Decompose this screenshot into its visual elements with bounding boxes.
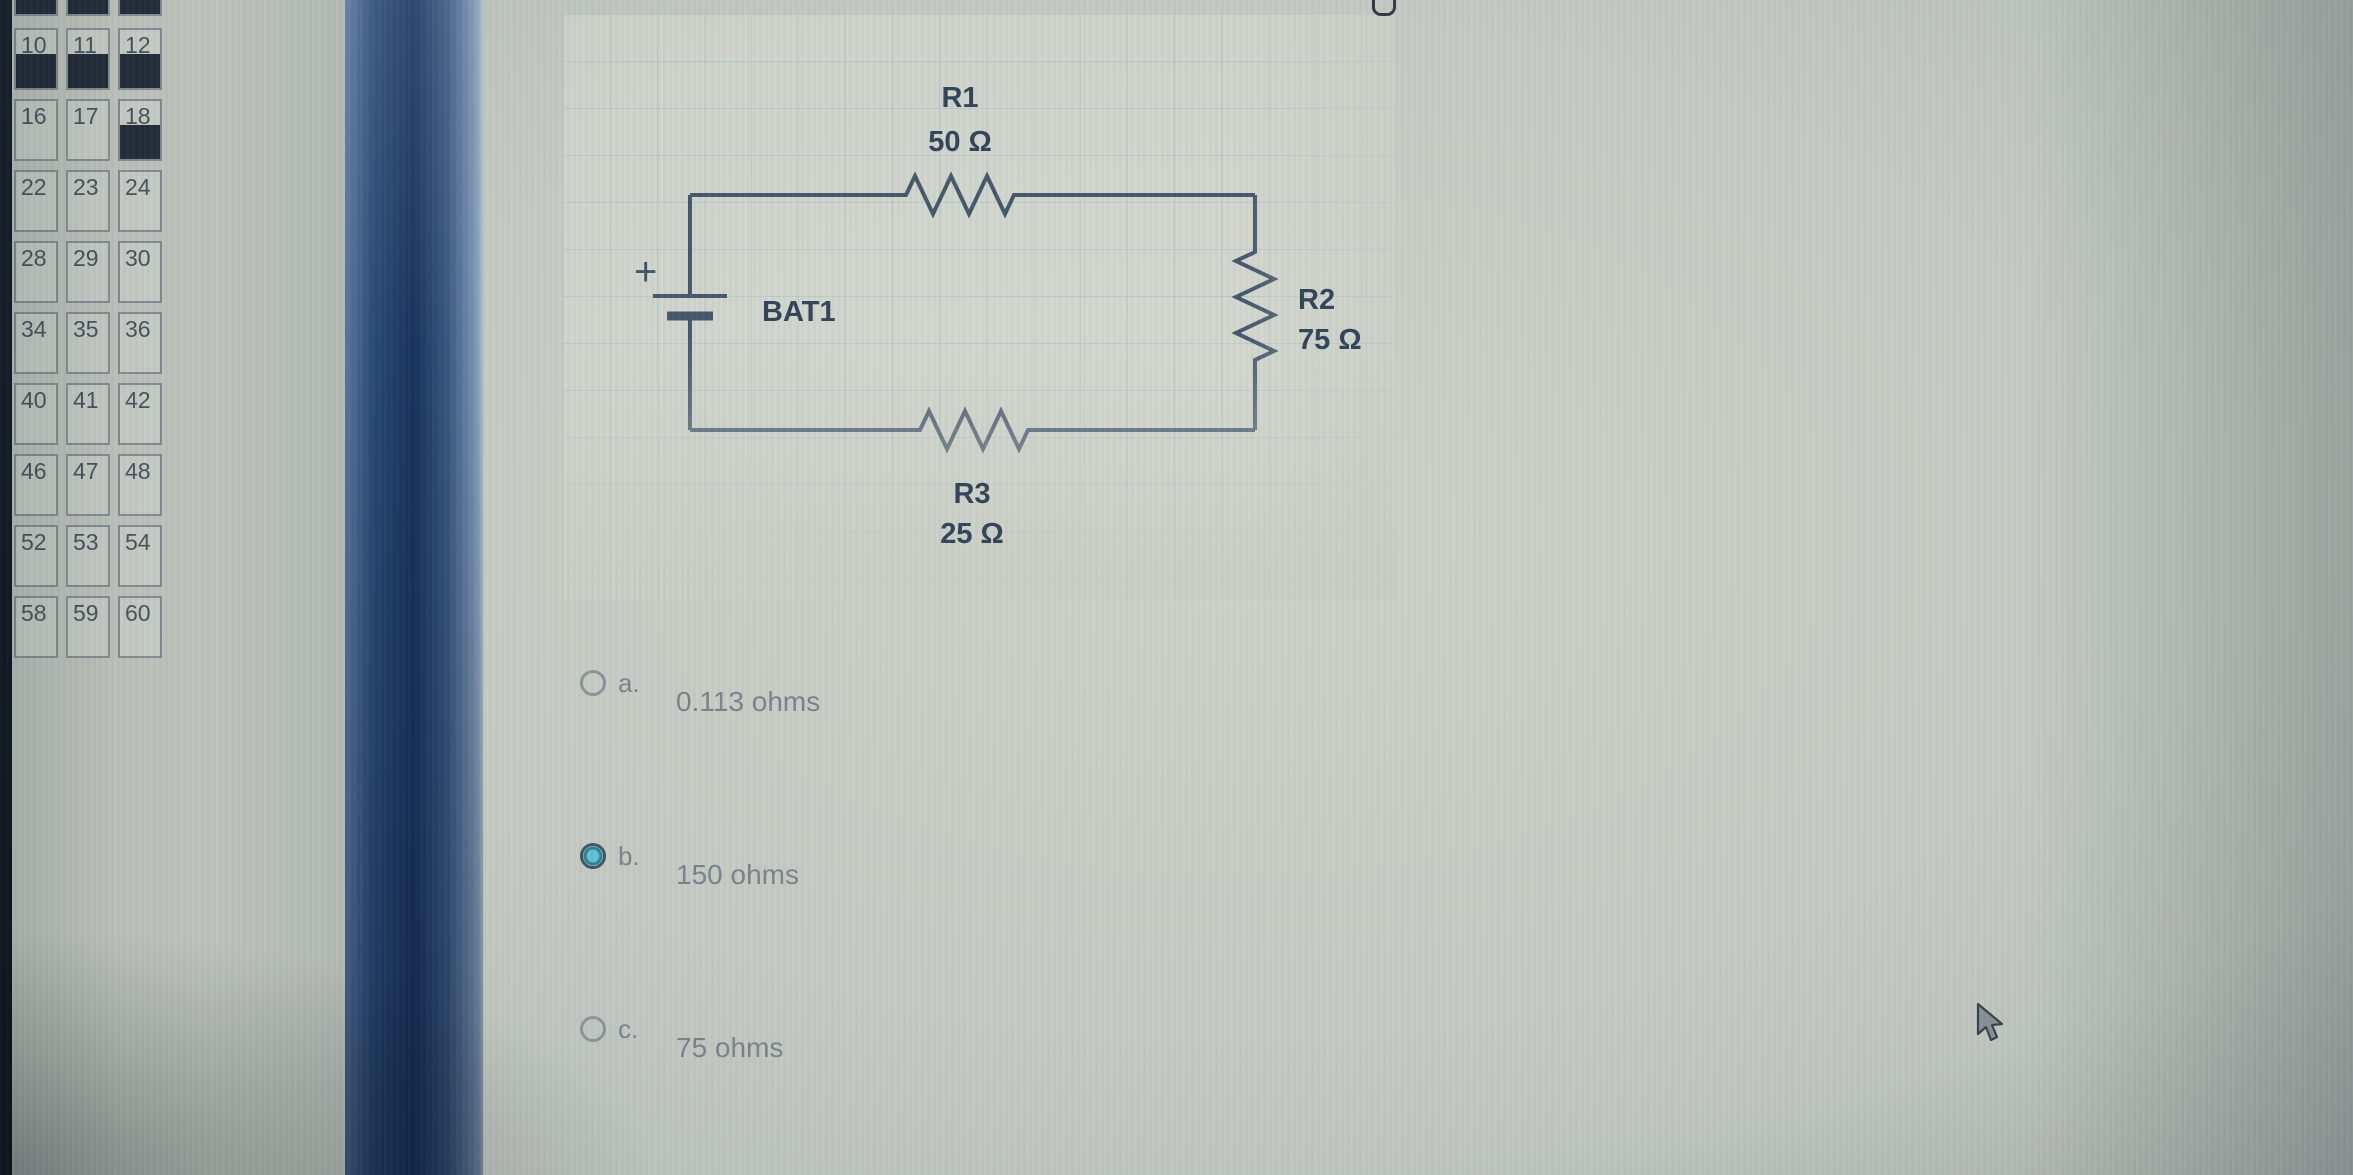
option-text: 0.113 ohms — [676, 686, 821, 717]
mouse-cursor-icon — [1976, 1002, 2004, 1042]
palette-question-cell[interactable]: 28 — [14, 241, 58, 303]
palette-question-cell[interactable]: 16 — [14, 99, 58, 161]
palette-question-number: 24 — [125, 174, 151, 200]
palette-question-number: 58 — [21, 600, 47, 626]
palette-question-number: 54 — [125, 529, 151, 555]
circuit-schematic-svg — [653, 171, 1279, 454]
palette-question-number: 35 — [73, 316, 99, 342]
palette-question-cell[interactable]: 11 — [66, 28, 110, 90]
option-letter: b. — [618, 841, 640, 871]
palette-question-cell[interactable]: 12 — [118, 28, 162, 90]
resistor-r2-name: R2 — [1298, 284, 1336, 316]
wire-bottom-r3 — [690, 406, 1255, 454]
palette-question-cell[interactable] — [118, 0, 162, 16]
palette-question-number: 30 — [125, 245, 151, 271]
resistor-r1-name: R1 — [941, 82, 979, 114]
palette-question-cell[interactable]: 52 — [14, 525, 58, 587]
wire-right-r2 — [1231, 195, 1279, 430]
resistor-r3-value: 25 Ω — [940, 518, 1004, 550]
resistor-r3-name: R3 — [953, 478, 991, 510]
radio-button[interactable] — [580, 670, 606, 696]
palette-answered-indicator — [120, 54, 160, 88]
screen-left-bezel — [0, 0, 12, 1175]
palette-question-cell[interactable]: 48 — [118, 454, 162, 516]
palette-question-number: 28 — [21, 245, 47, 271]
palette-question-number: 42 — [125, 387, 151, 413]
question-palette: 10 11 12 16 17 18 22 23 24 28 29 30 34 3… — [0, 0, 350, 1175]
palette-question-cell[interactable]: 23 — [66, 170, 110, 232]
palette-question-cell[interactable]: 54 — [118, 525, 162, 587]
palette-question-number: 23 — [73, 174, 99, 200]
option-text: 75 ohms — [676, 1032, 784, 1063]
palette-question-cell[interactable]: 30 — [118, 241, 162, 303]
palette-question-number: 46 — [21, 458, 47, 484]
palette-question-cell[interactable]: 29 — [66, 241, 110, 303]
palette-question-cell[interactable]: 35 — [66, 312, 110, 374]
palette-question-cell[interactable]: 59 — [66, 596, 110, 658]
palette-question-cell[interactable]: 22 — [14, 170, 58, 232]
palette-question-cell[interactable]: 47 — [66, 454, 110, 516]
radio-button[interactable] — [580, 1016, 606, 1042]
palette-answered-indicator — [68, 54, 108, 88]
radio-button[interactable] — [580, 843, 606, 869]
palette-answered-indicator — [120, 0, 160, 14]
palette-question-number: 41 — [73, 387, 99, 413]
palette-question-cell[interactable]: 18 — [118, 99, 162, 161]
palette-question-cell[interactable]: 58 — [14, 596, 58, 658]
palette-question-cell[interactable]: 36 — [118, 312, 162, 374]
palette-answered-indicator — [68, 0, 108, 14]
divider-band — [345, 0, 483, 1175]
palette-answered-indicator — [120, 125, 160, 159]
palette-question-number: 59 — [73, 600, 99, 626]
palette-question-cell[interactable]: 46 — [14, 454, 58, 516]
palette-question-cell[interactable]: 24 — [118, 170, 162, 232]
palette-question-number: 17 — [73, 103, 99, 129]
wire-top-r1 — [690, 171, 1255, 219]
palette-question-number: 53 — [73, 529, 99, 555]
palette-question-cell[interactable]: 17 — [66, 99, 110, 161]
resistor-r1-value: 50 Ω — [928, 126, 992, 158]
palette-question-cell[interactable]: 60 — [118, 596, 162, 658]
circuit-diagram — [563, 14, 1395, 600]
palette-question-cell[interactable] — [14, 0, 58, 16]
option-letter: c. — [618, 1014, 639, 1044]
answer-option[interactable]: b. 150 ohms — [570, 835, 1130, 895]
palette-question-number: 36 — [125, 316, 151, 342]
palette-question-number: 12 — [125, 32, 151, 58]
battery-name: BAT1 — [762, 296, 836, 328]
palette-question-number: 60 — [125, 600, 151, 626]
palette-answered-indicator — [16, 0, 56, 14]
palette-question-number: 18 — [125, 103, 151, 129]
palette-question-cell[interactable] — [66, 0, 110, 16]
palette-question-number: 47 — [73, 458, 99, 484]
palette-question-number: 40 — [21, 387, 47, 413]
palette-question-number: 22 — [21, 174, 47, 200]
palette-question-number: 34 — [21, 316, 47, 342]
palette-question-number: 10 — [21, 32, 47, 58]
battery-plus-sign: + — [634, 250, 658, 294]
answer-option[interactable]: c. 75 ohms — [570, 1008, 1130, 1068]
palette-question-number: 48 — [125, 458, 151, 484]
palette-question-number: 16 — [21, 103, 47, 129]
palette-question-cell[interactable]: 40 — [14, 383, 58, 445]
palette-question-cell[interactable]: 41 — [66, 383, 110, 445]
palette-question-number: 29 — [73, 245, 99, 271]
option-letter: a. — [618, 668, 640, 698]
palette-question-number: 11 — [73, 32, 97, 58]
palette-question-number: 52 — [21, 529, 47, 555]
option-text: 150 ohms — [676, 859, 799, 890]
palette-answered-indicator — [16, 54, 56, 88]
resistor-r2-value: 75 Ω — [1298, 324, 1362, 356]
palette-question-cell[interactable]: 10 — [14, 28, 58, 90]
cropped-glyph — [1372, 0, 1396, 16]
answer-option[interactable]: a. 0.113 ohms — [570, 662, 1130, 722]
palette-question-cell[interactable]: 42 — [118, 383, 162, 445]
palette-question-cell[interactable]: 34 — [14, 312, 58, 374]
palette-question-cell[interactable]: 53 — [66, 525, 110, 587]
